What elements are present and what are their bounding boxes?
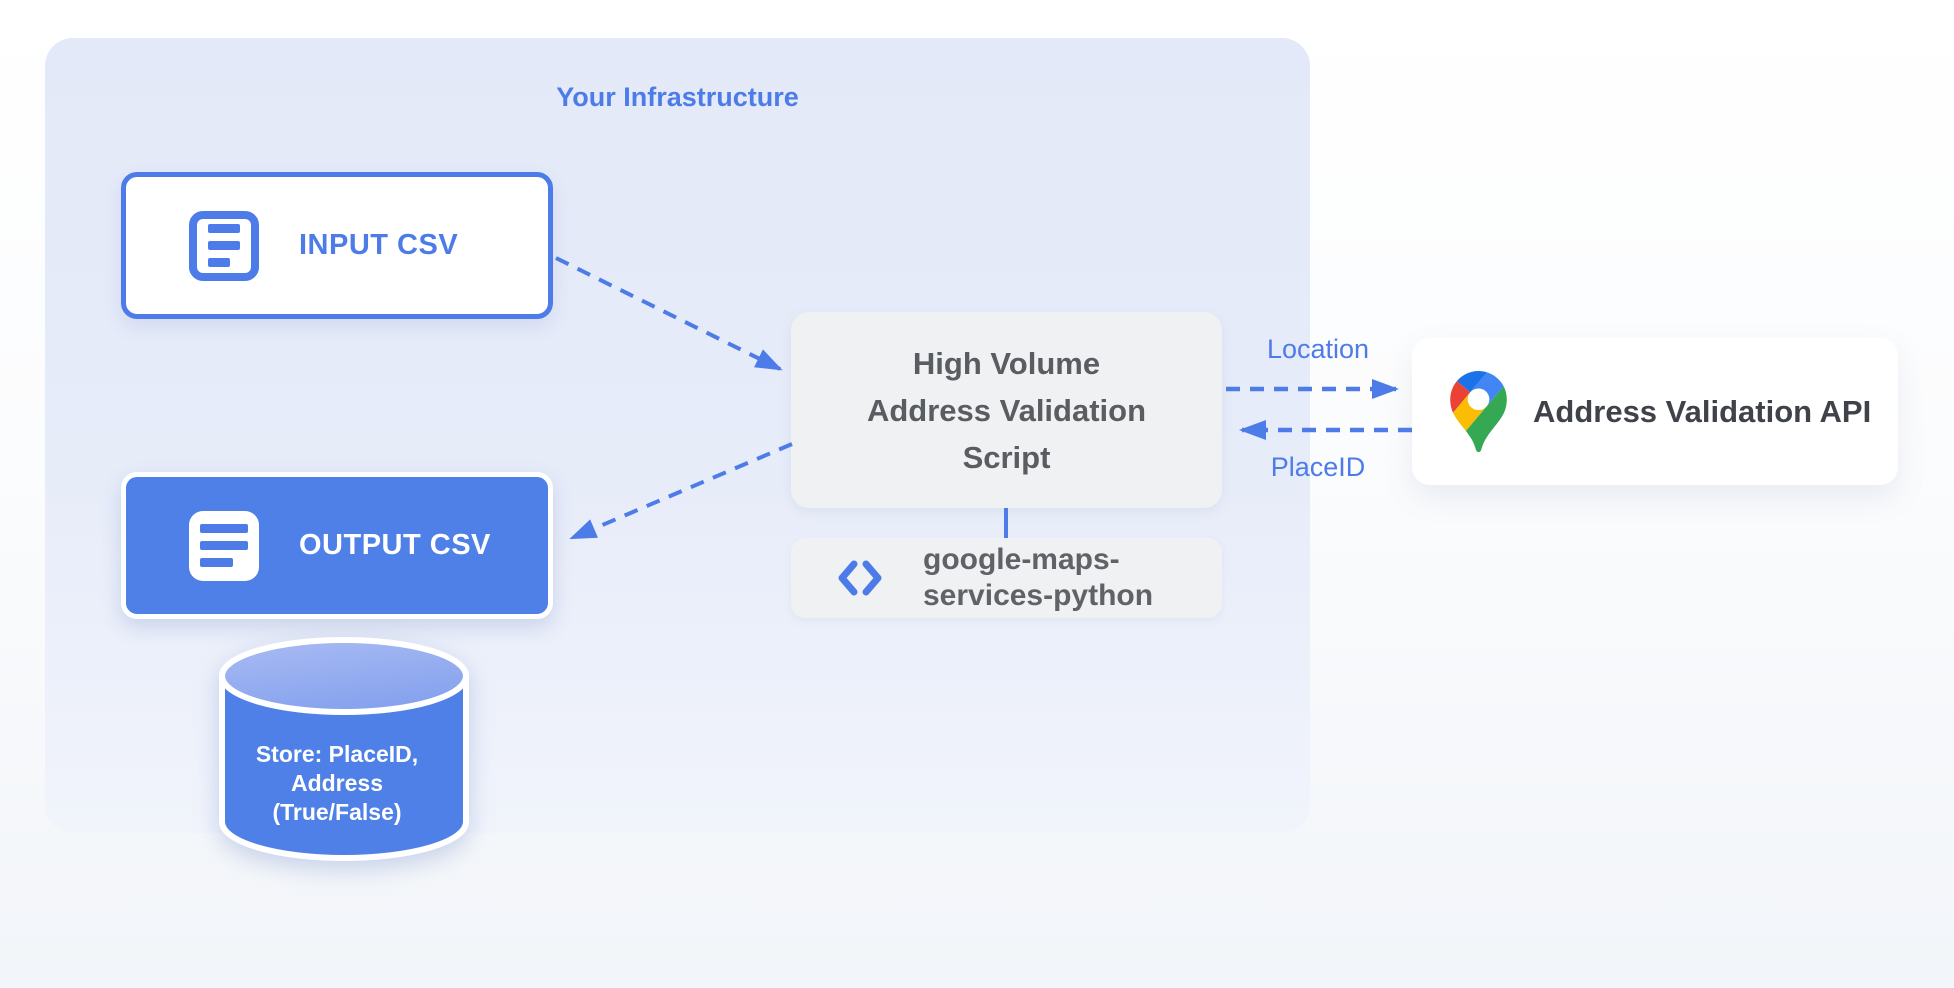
document-line <box>208 258 230 267</box>
input-csv-node: INPUT CSV <box>121 172 553 319</box>
library-label: google-maps- services-python <box>923 542 1153 614</box>
output-csv-label: OUTPUT CSV <box>299 529 491 561</box>
datastore-line: (True/False) <box>272 799 402 825</box>
output-csv-node: OUTPUT CSV <box>121 472 553 619</box>
placeid-edge-label: PlaceID <box>1270 452 1366 482</box>
document-line <box>200 558 233 567</box>
document-line <box>208 241 240 250</box>
database-cylinder <box>219 637 469 861</box>
code-icon <box>838 560 882 596</box>
library-label-line: google-maps- <box>923 543 1120 576</box>
validation-script-node: High Volume Address Validation Script <box>791 312 1222 508</box>
script-title-line: Address Validation <box>866 392 1147 428</box>
datastore-line: Store: PlaceID, <box>255 741 419 767</box>
location-edge-label: Location <box>1266 334 1370 364</box>
input-csv-label: INPUT CSV <box>299 229 459 261</box>
cylinder-top <box>219 637 469 715</box>
csv-document-icon <box>189 510 259 581</box>
address-validation-api-node: Address Validation API <box>1412 338 1898 485</box>
script-title-line: High Volume <box>912 345 1101 381</box>
cylinder-body <box>219 673 469 861</box>
document-line <box>208 224 240 233</box>
library-node: google-maps- services-python <box>791 538 1222 618</box>
document-line <box>200 541 248 550</box>
script-title-line: Script <box>962 439 1051 475</box>
document-line <box>200 524 248 533</box>
csv-document-icon <box>189 210 259 281</box>
infrastructure-title: Your Infrastructure <box>556 82 799 112</box>
datastore-line: Address <box>290 770 384 796</box>
library-label-line: services-python <box>923 579 1154 612</box>
api-label: Address Validation API <box>1533 393 1872 429</box>
google-maps-pin-icon <box>1450 371 1507 452</box>
datastore-label: Store: PlaceID, Address (True/False) <box>232 740 442 827</box>
